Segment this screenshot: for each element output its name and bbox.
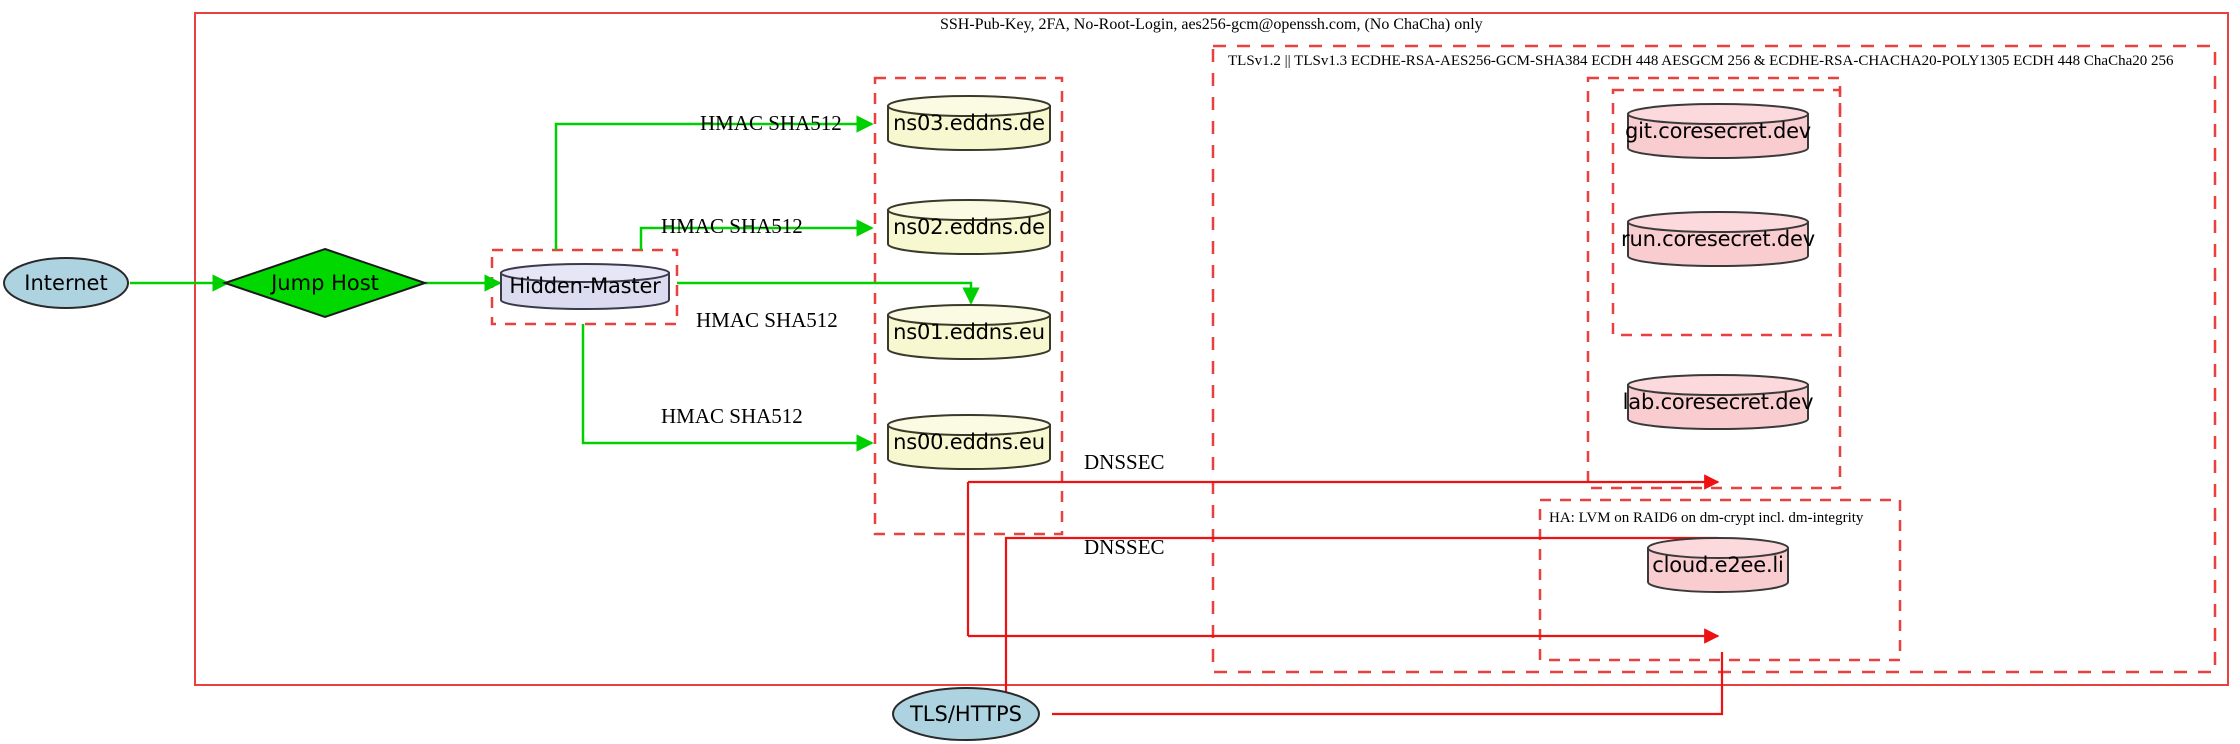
node-hidden-master[interactable] bbox=[500, 263, 670, 310]
node-ns02[interactable] bbox=[887, 199, 1051, 255]
node-ns00[interactable] bbox=[887, 414, 1051, 470]
edge-label-hmac-ns02: HMAC SHA512 bbox=[661, 214, 803, 238]
node-git-coresecret[interactable] bbox=[1627, 103, 1809, 159]
coresecret-inner-zone-boundary bbox=[1611, 88, 1842, 337]
node-ns01[interactable] bbox=[887, 304, 1051, 360]
tls-zone-label: TLSv1.2 || TLSv1.3 ECDHE-RSA-AES256-GCM-… bbox=[1228, 53, 2174, 69]
node-internet[interactable] bbox=[3, 257, 129, 309]
edge-hiddenmaster-to-ns02 bbox=[639, 219, 874, 250]
edge-label-dnssec-upper: DNSSEC bbox=[1084, 450, 1165, 474]
edge-label-hmac-ns01: HMAC SHA512 bbox=[696, 308, 838, 332]
edge-label-hmac-ns03: HMAC SHA512 bbox=[700, 111, 842, 135]
edge-tlshttps-loop-right bbox=[1052, 652, 1724, 716]
edge-hiddenmaster-to-ns00 bbox=[581, 324, 874, 452]
node-jump-host[interactable] bbox=[221, 247, 429, 319]
node-cloud-e2ee[interactable] bbox=[1647, 537, 1789, 593]
node-run-coresecret[interactable] bbox=[1627, 211, 1809, 267]
ha-zone-boundary bbox=[1538, 498, 1902, 662]
edge-tlshttps-to-ha bbox=[1004, 536, 1718, 714]
ssh-zone-label: SSH-Pub-Key, 2FA, No-Root-Login, aes256-… bbox=[940, 16, 1483, 33]
ssh-zone-boundary bbox=[194, 12, 2229, 686]
node-lab-coresecret[interactable] bbox=[1627, 374, 1809, 430]
ha-zone-label: HA: LVM on RAID6 on dm-crypt incl. dm-in… bbox=[1549, 510, 1864, 526]
edge-label-hmac-ns00: HMAC SHA512 bbox=[661, 404, 803, 428]
node-ns03[interactable] bbox=[887, 95, 1051, 151]
node-tls-https[interactable] bbox=[892, 687, 1040, 741]
edge-label-dnssec-lower: DNSSEC bbox=[1084, 535, 1165, 559]
edge-hiddenmaster-to-ns03 bbox=[554, 115, 874, 250]
edge-hiddenmaster-to-ns01 bbox=[677, 281, 980, 305]
